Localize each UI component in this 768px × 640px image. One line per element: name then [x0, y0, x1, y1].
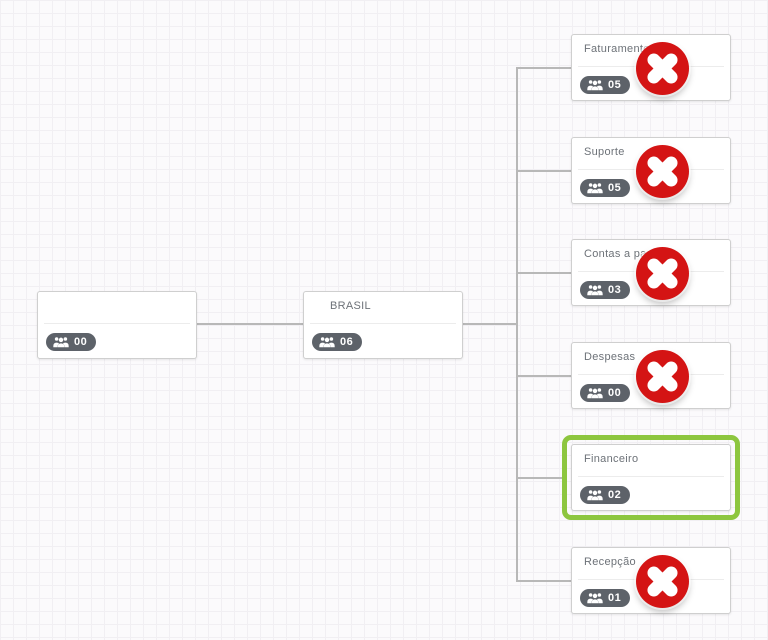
members-count-badge: 06 [312, 333, 363, 351]
x-mark-icon [647, 566, 678, 597]
members-count-badge: 01 [580, 589, 631, 607]
x-mark-icon [647, 258, 678, 289]
users-group-icon [319, 337, 335, 348]
node-title: Financeiro [584, 453, 639, 465]
delete-node-button[interactable] [636, 555, 689, 608]
users-group-icon [587, 285, 603, 296]
connector-branch [517, 272, 571, 274]
divider [310, 323, 456, 324]
users-group-icon [53, 337, 69, 348]
delete-node-button[interactable] [636, 145, 689, 198]
x-mark-icon [647, 361, 678, 392]
department-node[interactable]: Contas a pagar 03 [571, 239, 731, 306]
x-mark-icon [647, 53, 678, 84]
users-group-icon [587, 388, 603, 399]
department-node[interactable]: Suporte 05 [571, 137, 731, 204]
connector-branch [517, 67, 571, 69]
members-count-badge: 00 [46, 333, 97, 351]
delete-node-button[interactable] [636, 247, 689, 300]
users-group-icon [587, 490, 603, 501]
members-count: 01 [608, 592, 622, 604]
members-count: 02 [608, 489, 622, 501]
department-node[interactable]: Despesas 00 [571, 342, 731, 409]
users-group-icon [587, 593, 603, 604]
node-title [50, 300, 188, 313]
members-count-badge: 03 [580, 281, 631, 299]
connector-branch [517, 580, 571, 582]
members-count: 00 [608, 387, 622, 399]
members-count-badge: 05 [580, 76, 631, 94]
department-node-selected[interactable]: Financeiro 02 [562, 435, 740, 520]
node-title: BRASIL [330, 300, 371, 312]
members-count-badge: 02 [580, 486, 631, 504]
users-group-icon [587, 183, 603, 194]
connector-root-to-country [197, 323, 303, 325]
connector-country-to-trunk [463, 323, 516, 325]
members-count: 06 [340, 336, 354, 348]
users-group-icon [587, 80, 603, 91]
connector-branch [517, 375, 571, 377]
members-count: 05 [608, 182, 622, 194]
x-mark-icon [647, 156, 678, 187]
divider [578, 476, 724, 477]
node-title: Recepção [584, 556, 636, 568]
connector-trunk [516, 67, 518, 582]
org-node-country[interactable]: BRASIL 06 [303, 291, 463, 359]
members-count: 05 [608, 79, 622, 91]
connector-branch [517, 170, 571, 172]
department-node[interactable]: Faturamento 05 [571, 34, 731, 101]
org-node-root[interactable]: 00 [37, 291, 197, 359]
connector-branch [517, 477, 562, 479]
members-count: 03 [608, 284, 622, 296]
members-count-badge: 05 [580, 179, 631, 197]
delete-node-button[interactable] [636, 350, 689, 403]
delete-node-button[interactable] [636, 42, 689, 95]
node-title: Suporte [584, 146, 625, 158]
department-node[interactable]: Recepção 01 [571, 547, 731, 614]
divider [44, 323, 190, 324]
node-title: Despesas [584, 351, 636, 363]
members-count: 00 [74, 336, 88, 348]
node-title: Faturamento [584, 43, 650, 55]
members-count-badge: 00 [580, 384, 631, 402]
